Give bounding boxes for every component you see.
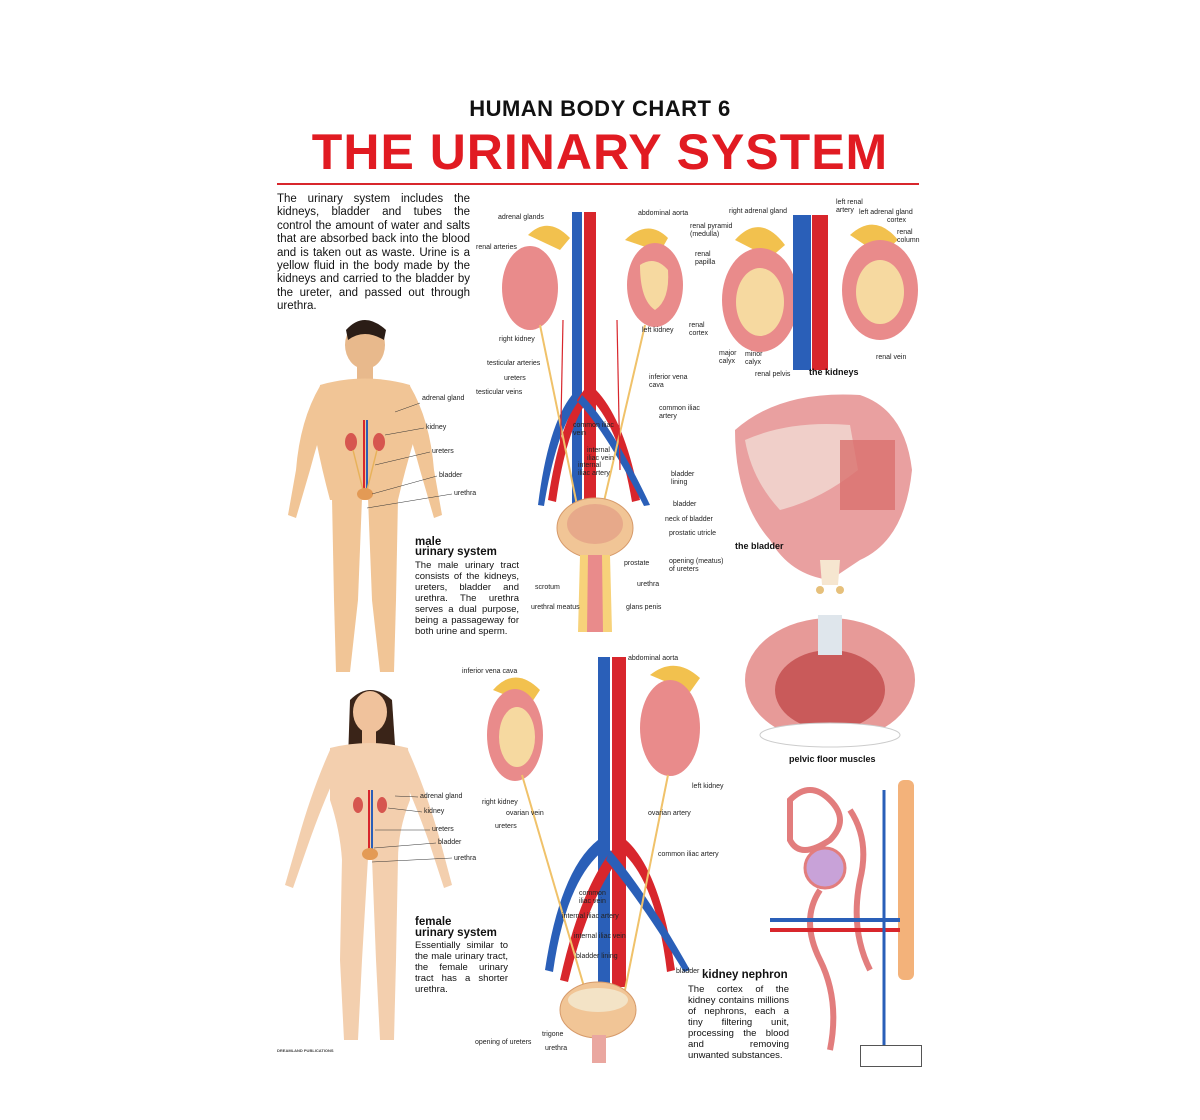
fd-label-right-kidney: right kidney	[482, 799, 518, 806]
barcode	[860, 1045, 922, 1067]
kidneys-detail	[722, 215, 918, 370]
female-figure	[285, 690, 453, 1040]
female-urinary-diagram	[487, 657, 700, 1063]
fd-label-inferior-vena-cava: inferior vena cava	[462, 668, 518, 675]
kd-label-major-calyx: major calyx	[719, 350, 737, 365]
md-label-testicular-veins: testicular veins	[476, 389, 523, 396]
chart-subtitle: HUMAN BODY CHART 6	[469, 96, 731, 121]
male-paragraph: The male urinary tract consists of the k…	[415, 560, 519, 637]
female-heading-line2: urinary system	[415, 927, 497, 939]
fd-label-left-kidney: left kidney	[692, 783, 724, 790]
header: HUMAN BODY CHART 6 THE URINARY SYSTEM	[270, 96, 930, 180]
md-label-right-kidney: right kidney	[499, 336, 535, 343]
md-label-inferior-vena-cava: inferior vena cava	[649, 374, 688, 389]
male-label-ureters: ureters	[432, 448, 454, 455]
nephron-paragraph: The cortex of the kidney contains millio…	[688, 984, 789, 1061]
md-label-opening-of-ureters: opening (meatus) of ureters	[669, 558, 724, 573]
kd-label-renal-column: renal column	[897, 229, 920, 244]
md-label-common-iliac-vein: common iliac vein	[573, 422, 614, 437]
nephron-heading: kidney nephron	[702, 969, 788, 981]
female-label-kidney: kidney	[424, 808, 445, 815]
md-label-urethra: urethra	[637, 581, 660, 588]
md-label-left-kidney: left kidney	[642, 327, 674, 334]
male-label-urethra: urethra	[454, 490, 477, 497]
md-label-internal-iliac-vein: internal iliac vein	[587, 447, 614, 462]
fd-label-abdominal-aorta: abdominal aorta	[628, 655, 679, 662]
kidneys-caption: the kidneys	[809, 367, 859, 377]
fd-label-bladder-lining: bladder lining	[576, 953, 618, 960]
kd-label-renal-pelvis: renal pelvis	[755, 371, 791, 378]
md-label-testicular-arteries: testicular arteries	[487, 360, 541, 367]
male-urinary-diagram	[502, 212, 683, 632]
fd-label-ovarian-artery: ovarian artery	[648, 810, 691, 817]
md-label-scrotum: scrotum	[535, 584, 560, 591]
fd-label-opening-of-ureters: opening of ureters	[475, 1039, 532, 1046]
bladder-detail	[735, 394, 912, 594]
fd-label-ureters: ureters	[495, 823, 517, 830]
fd-label-urethra: urethra	[545, 1045, 568, 1052]
kd-label-left-adrenal-gland: left adrenal gland	[859, 209, 913, 216]
intro-paragraph: The urinary system includes the kidneys,…	[277, 193, 470, 313]
kd-label-left-renal-artery: left renal artery	[836, 199, 863, 214]
female-heading-line1: female	[415, 916, 452, 928]
md-label-neck-of-bladder: neck of bladder	[665, 516, 713, 523]
male-label-bladder: bladder	[439, 472, 463, 479]
pelvic-caption: pelvic floor muscles	[789, 754, 876, 764]
md-label-internal-iliac-artery: internal iliac artery	[578, 462, 610, 477]
female-label-urethra: urethra	[454, 855, 477, 862]
fd-label-internal-iliac-vein: internal iliac vein	[574, 933, 626, 940]
fd-label-trigone: trigone	[542, 1031, 564, 1038]
kd-label-minor-calyx: minor calyx	[745, 351, 763, 366]
fd-label-bladder: bladder	[676, 968, 700, 975]
fd-label-internal-iliac-artery: internal iliac artery	[562, 913, 619, 920]
fd-label-common-iliac-artery: common iliac artery	[658, 851, 719, 858]
female-label-adrenal-gland: adrenal gland	[420, 793, 463, 800]
female-paragraph: Essentially similar to the male urinary …	[415, 940, 508, 995]
male-heading-line1: male	[415, 536, 442, 548]
female-label-bladder: bladder	[438, 839, 462, 846]
kd-label-renal-cortex: renal cortex	[689, 322, 709, 337]
fd-label-common-iliac-vein: common iliac vein	[579, 890, 606, 905]
male-figure	[288, 320, 453, 672]
md-label-adrenal-glands: adrenal glands	[498, 214, 544, 221]
female-label-ureters: ureters	[432, 826, 454, 833]
kd-label-cortex: cortex	[887, 217, 907, 224]
kd-label-renal-vein: renal vein	[876, 354, 907, 361]
md-label-urethral-meatus: urethral meatus	[531, 604, 580, 611]
md-label-prostatic-utricle: prostatic utricle	[669, 530, 717, 537]
md-label-prostate: prostate	[624, 560, 650, 567]
kd-label-right-adrenal-gland: right adrenal gland	[729, 208, 787, 215]
publisher-name: DREAMLAND PUBLICATIONS	[277, 1048, 334, 1053]
male-label-kidney: kidney	[426, 424, 447, 431]
fd-label-ovarian-vein: ovarian vein	[506, 810, 544, 817]
kd-label-renal-papilla: renal papilla	[695, 251, 716, 266]
kd-label-renal-pyramid: renal pyramid (medulla)	[690, 223, 733, 238]
md-label-abdominal-aorta: abdominal aorta	[638, 210, 689, 217]
md-label-ureters: ureters	[504, 375, 526, 382]
nephron-detail	[770, 780, 914, 1051]
pelvic-floor-detail	[745, 615, 915, 748]
md-label-renal-arteries: renal arteries	[476, 244, 517, 251]
male-heading-line2: urinary system	[415, 546, 497, 558]
male-label-adrenal-gland: adrenal gland	[422, 395, 465, 402]
md-label-common-iliac-artery: common iliac artery	[659, 405, 700, 420]
md-label-bladder-lining: bladder lining	[671, 471, 695, 486]
md-label-bladder: bladder	[673, 501, 697, 508]
chart-title: THE URINARY SYSTEM	[311, 124, 889, 180]
title-underline	[277, 183, 919, 185]
md-label-glans-penis: glans penis	[626, 604, 662, 611]
bladder-caption: the bladder	[735, 541, 784, 551]
